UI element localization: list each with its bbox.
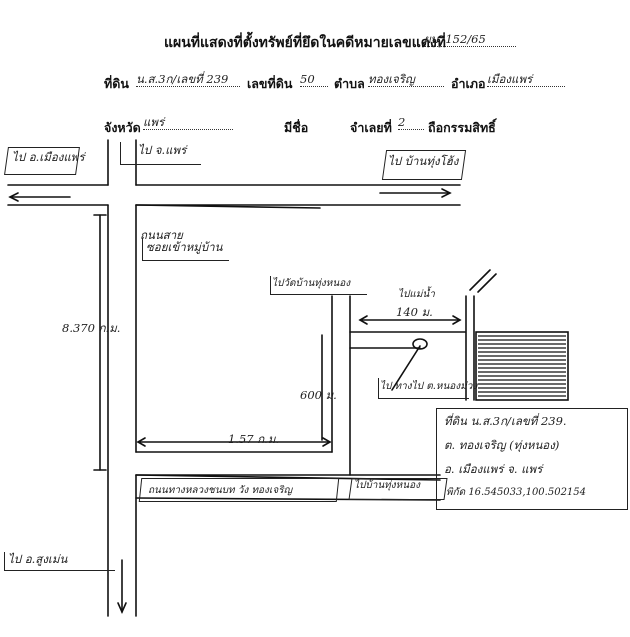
arrow-west-head — [8, 192, 19, 202]
road-bottom-label: ถนนทางหลวงชนบท วัง ทองเจริญ — [148, 485, 293, 496]
road-left-label: ถนนสาย — [140, 228, 183, 242]
sign-village — [270, 276, 367, 295]
province-value: แพร่ — [143, 116, 233, 130]
note-line-1: ที่ดิน น.ส.3ก/เลขที่ 239. — [444, 414, 567, 428]
landmark-top-label: ไปแม่น้ำ — [398, 289, 435, 300]
distance-vertical: 8.370 ก.ม. — [62, 321, 121, 335]
distance-140: 140 ม. — [396, 305, 433, 319]
case-number: ผบ. 152/65 — [424, 33, 516, 47]
note-line-4: พิกัด 16.545033,100.502154 — [446, 487, 587, 498]
tambon-value: ทองเจริญ — [368, 73, 444, 87]
to-bottom-right-label: ไปบ้านทุ่งหนอง — [354, 480, 420, 491]
note-line-3: อ. เมืองแพร่ จ. แพร่ — [444, 462, 543, 476]
arrow-south-head — [117, 602, 127, 614]
sign-branch — [142, 238, 229, 261]
note-box — [436, 408, 628, 510]
name-label: มีชื่อ — [284, 120, 309, 135]
road-top-mid-label: ไป จ.แพร่ — [138, 143, 187, 157]
amphoe-value: เมืองแพร่ — [487, 73, 565, 87]
property-plot — [475, 331, 569, 401]
deed-value: น.ส.3ก/เลขที่ 239 — [136, 73, 240, 87]
distance-600: 600 ม. — [300, 388, 337, 402]
tambon-label: ตำบล — [334, 76, 365, 91]
deed-label: ที่ดิน — [104, 76, 129, 91]
sign-house — [378, 378, 469, 399]
road-top-left-label: ไป อ.เมืองแพร่ — [12, 150, 85, 164]
owner-count-label: จำเลยที่ — [350, 120, 392, 135]
branch-road-label: ซอยเข้าหมู่บ้าน — [146, 240, 223, 254]
document-title: แผนที่แสดงที่ตั้งทรัพย์ที่ยึดในคดีหมายเล… — [164, 35, 446, 51]
sign-bottom-left — [4, 552, 115, 571]
to-village-label: ไปวัดบ้านทุ่งหนอง — [272, 278, 351, 289]
parcel-value: 50 — [300, 73, 328, 87]
parcel-label: เลขที่ดิน — [247, 76, 293, 91]
province-label: จังหวัด — [104, 120, 141, 135]
amphoe-label: อำเภอ — [451, 76, 486, 91]
sign-top-mid — [120, 142, 201, 165]
owner-count-value: 2 — [398, 116, 424, 130]
road-bottom-left-label: ไป อ.สูงเม่น — [8, 552, 68, 566]
owner-suffix: ถือกรรมสิทธิ์ — [428, 120, 496, 135]
arrow-east-head — [441, 188, 452, 198]
distance-horizontal: 1.57 ก.ม. — [228, 432, 280, 446]
road-top-right-label: ไป บ้านทุ่งโฮ้ง — [388, 154, 459, 168]
property-marker — [412, 338, 428, 350]
note-line-2: ต. ทองเจริญ (ทุ่งหนอง) — [444, 438, 560, 452]
to-house-label: ไป ทางไป ต.หนองม่วง — [380, 381, 478, 392]
